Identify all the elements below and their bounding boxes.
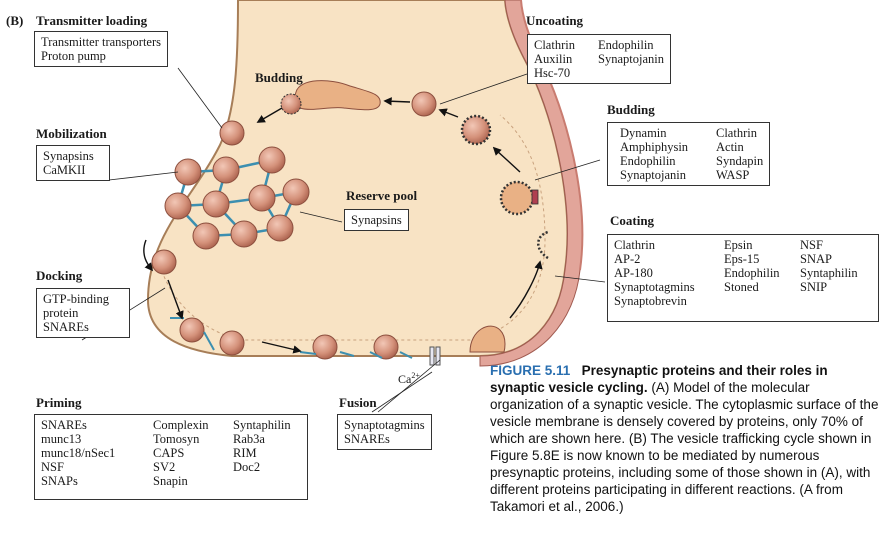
coat-item: SNIP	[800, 280, 828, 294]
prim-item: SNAREs	[41, 418, 87, 432]
mobilization-title: Mobilization	[36, 126, 107, 141]
prim-item: NSF	[41, 460, 64, 474]
coat-item: AP-180	[614, 266, 653, 280]
figure-number: FIGURE 5.11	[490, 363, 571, 378]
priming-box: SNAREs munc13 munc18/nSec1 NSF SNAPs Com…	[34, 414, 308, 500]
bud-item: Syndapin	[716, 154, 764, 168]
bud-item: WASP	[716, 168, 750, 182]
prim-item: CAPS	[153, 446, 185, 460]
bud-item: Dynamin	[620, 126, 667, 140]
prim-item: Doc2	[233, 460, 261, 474]
uncoating-title: Uncoating	[526, 13, 584, 28]
coat-item: Stoned	[724, 280, 759, 294]
figure-title: Presynaptic proteins and their roles in …	[490, 363, 828, 395]
mob-item: CaMKII	[43, 163, 86, 177]
fus-item: SNAREs	[344, 432, 390, 446]
coat-item: Syntaphilin	[800, 266, 858, 280]
prim-item: Rab3a	[233, 432, 265, 446]
bud-item: Endophilin	[620, 154, 676, 168]
coating-box: Clathrin AP-2 AP-180 Synaptotagmins Syna…	[607, 234, 879, 322]
coat-item: Epsin	[724, 238, 753, 252]
coat-item: AP-2	[614, 252, 641, 266]
rp-item: Synapsins	[351, 213, 402, 227]
mobilization-box: Synapsins CaMKII	[36, 145, 110, 181]
unc-item: Clathrin	[534, 38, 575, 52]
dynamin-collar	[531, 189, 539, 205]
prim-item: Snapin	[153, 474, 188, 488]
dock-item: SNAREs	[43, 320, 89, 334]
coat-item: Synaptobrevin	[614, 294, 687, 308]
unc-item: Synaptojanin	[598, 52, 664, 66]
coat-item: Synaptotagmins	[614, 280, 695, 294]
transmitter-loading-title: Transmitter loading	[36, 13, 148, 28]
coat-item: Clathrin	[614, 238, 655, 252]
calcium-label: Ca2+	[398, 371, 420, 387]
fus-item: Synaptotagmins	[344, 418, 425, 432]
prim-item: Tomosyn	[153, 432, 200, 446]
vesicles	[151, 91, 437, 360]
postsynaptic-edge	[520, 0, 584, 271]
prim-item: SNAPs	[41, 474, 78, 488]
uncoating-box: Clathrin Auxilin Hsc-70 Endophilin Synap…	[527, 34, 671, 84]
fusion-title: Fusion	[339, 395, 377, 410]
prim-item: Complexin	[153, 418, 209, 432]
coat-item: SNAP	[800, 252, 832, 266]
calcium-channel	[429, 346, 441, 366]
fusion-box: Synaptotagmins SNAREs	[337, 414, 432, 450]
prim-item: Syntaphilin	[233, 418, 291, 432]
cycle-path	[159, 114, 546, 341]
cycle-arrows	[143, 97, 543, 354]
calcium-base: Ca	[398, 372, 412, 386]
unc-item: Endophilin	[598, 38, 654, 52]
prim-item: munc18/nSec1	[41, 446, 116, 460]
presynaptic-terminal	[146, 0, 569, 357]
bud-item: Amphiphysin	[620, 140, 689, 154]
coat-item: Endophilin	[724, 266, 780, 280]
docking-title: Docking	[36, 268, 83, 283]
panel-letter: (B)	[6, 13, 24, 28]
prim-item: RIM	[233, 446, 257, 460]
figure-caption: FIGURE 5.11 Presynaptic proteins and the…	[490, 362, 882, 515]
unc-item: Auxilin	[534, 52, 573, 66]
dock-item: protein	[43, 306, 79, 320]
reserve-pool-title: Reserve pool	[346, 188, 418, 203]
budding-right-title: Budding	[607, 102, 655, 117]
docking-box: GTP-binding protein SNAREs	[36, 288, 130, 338]
tl-item: Proton pump	[41, 49, 106, 63]
mob-item: Synapsins	[43, 149, 94, 163]
budding-top-title: Budding	[255, 70, 303, 85]
transmitter-loading-box: Transmitter transporters Proton pump	[34, 31, 169, 67]
coated-vesicles	[280, 93, 549, 260]
budding-right-box: Dynamin Amphiphysin Endophilin Synaptoja…	[607, 122, 771, 186]
reserve-pool-box: Synapsins	[344, 209, 409, 231]
prim-item: SV2	[153, 460, 176, 474]
bud-item: Actin	[716, 140, 744, 154]
bud-item: Clathrin	[716, 126, 757, 140]
dock-item: GTP-binding	[43, 292, 109, 306]
bud-item: Synaptojanin	[620, 168, 686, 182]
tl-item: Transmitter transporters	[41, 35, 162, 49]
calcium-charge: 2+	[411, 371, 420, 380]
figure-body: (A) Model of the molecular organization …	[490, 380, 879, 514]
prim-item: munc13	[41, 432, 82, 446]
coat-item: Eps-15	[724, 252, 760, 266]
unc-item: Hsc-70	[534, 66, 571, 80]
coating-title: Coating	[610, 213, 655, 228]
priming-title: Priming	[36, 395, 82, 410]
coat-item: NSF	[800, 238, 823, 252]
fusion-omega	[469, 325, 506, 353]
